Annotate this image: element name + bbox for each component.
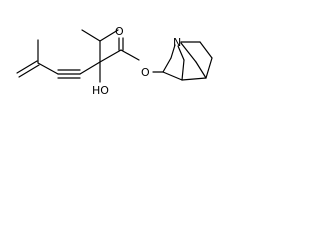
ester-oxygen-label: O — [141, 66, 150, 79]
ring-bond-6 — [181, 77, 207, 81]
structure-diagram: O O HO N — [16, 25, 213, 97]
ring-bond-1 — [162, 57, 172, 73]
ring-bond-10 — [195, 61, 207, 79]
alkenyl-group — [16, 39, 59, 78]
vinyl-bond-1 — [16, 60, 38, 74]
carbonyl-oxygen-label: O — [115, 25, 124, 38]
ring-bond-11 — [180, 42, 197, 63]
ring-bond-5 — [205, 57, 213, 79]
alkyne-to-center — [79, 61, 101, 75]
ring-bond-8 — [181, 59, 185, 81]
hydroxyl-label: HO — [92, 84, 109, 97]
ester-group — [118, 37, 164, 73]
ring-bond-4 — [199, 41, 213, 59]
alkyne-group — [57, 61, 101, 79]
central-carbon — [81, 29, 122, 83]
isopropyl-methyl-1 — [81, 29, 101, 42]
alkene-alkyne-bond — [37, 62, 59, 75]
ring-bond-9 — [177, 45, 185, 61]
ring-bond-2 — [170, 44, 176, 59]
center-to-carbonyl — [99, 49, 122, 63]
molecule-canvas: O O HO N — [0, 0, 236, 110]
nitrogen-label: N — [173, 36, 181, 49]
vinyl-bond-2 — [18, 64, 40, 78]
isopropyl-methyl-2 — [99, 29, 119, 42]
ring-bond-7 — [162, 71, 183, 81]
ester-single-bond — [120, 49, 140, 61]
quinuclidine-ring — [162, 41, 213, 81]
